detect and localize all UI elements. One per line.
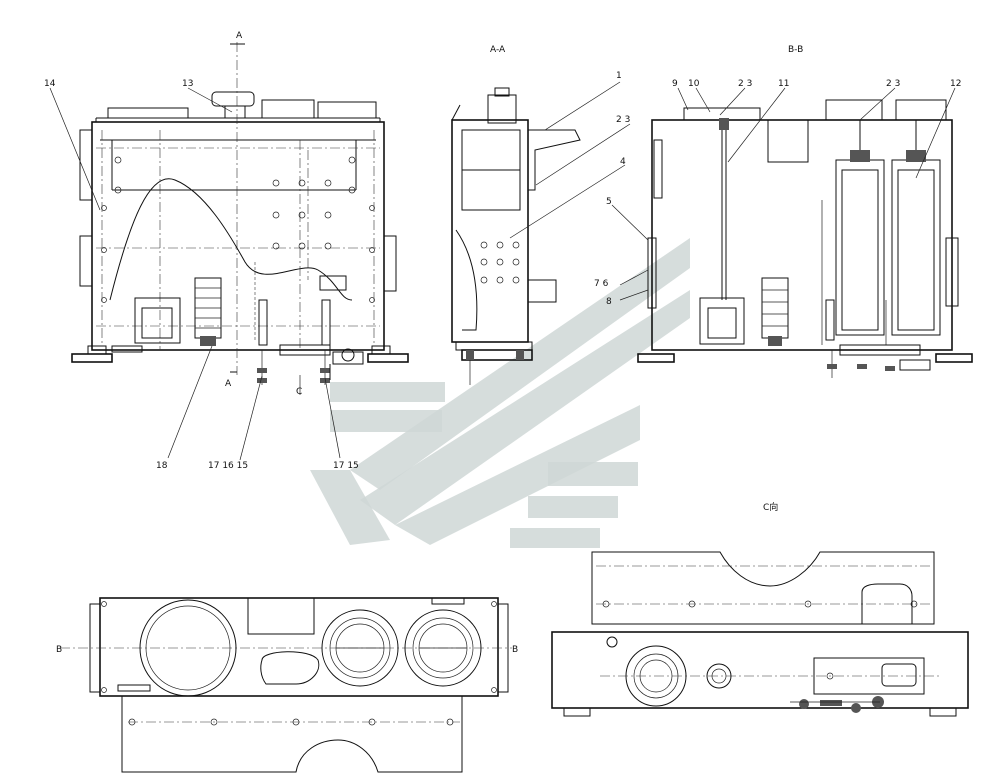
leader-lines <box>49 81 956 461</box>
callout-2-3-c: 2 3 <box>886 79 900 89</box>
callout-5: 5 <box>606 197 612 207</box>
section-mark-c: C <box>296 387 302 397</box>
callout-9: 9 <box>672 79 678 89</box>
callout-1: 1 <box>616 71 622 81</box>
view-labels: A A C A-A B-B C向 B B <box>56 31 803 655</box>
part-callouts: 1 2 3 4 5 7 6 8 9 10 2 3 11 2 3 12 13 14… <box>44 71 961 471</box>
view-title-bb: B-B <box>788 45 803 55</box>
top-view <box>60 597 512 773</box>
callout-17-15: 17 15 <box>333 461 359 471</box>
callout-11: 11 <box>778 79 789 89</box>
section-mark-b-right: B <box>512 645 518 655</box>
callout-4: 4 <box>620 157 626 167</box>
callout-2-3-b: 2 3 <box>738 79 752 89</box>
section-mark-a-bottom: A <box>225 379 232 389</box>
view-title-aa: A-A <box>490 45 506 55</box>
callout-2-3: 2 3 <box>616 115 630 125</box>
watermark-logo <box>310 238 690 548</box>
callout-13: 13 <box>182 79 193 89</box>
callout-18: 18 <box>156 461 168 471</box>
view-title-c: C向 <box>763 501 778 513</box>
callout-17-16-15: 17 16 15 <box>208 461 248 471</box>
section-aa-view <box>451 87 581 385</box>
callout-8: 8 <box>606 297 612 307</box>
front-view <box>71 42 409 395</box>
section-mark-a-top: A <box>236 31 243 41</box>
callout-14: 14 <box>44 79 56 89</box>
section-mark-b-left: B <box>56 645 62 655</box>
callout-10: 10 <box>688 79 700 89</box>
view-c <box>551 551 969 717</box>
section-bb-view <box>637 99 973 378</box>
callout-12: 12 <box>950 79 961 89</box>
callout-7-6: 7 6 <box>594 279 609 289</box>
